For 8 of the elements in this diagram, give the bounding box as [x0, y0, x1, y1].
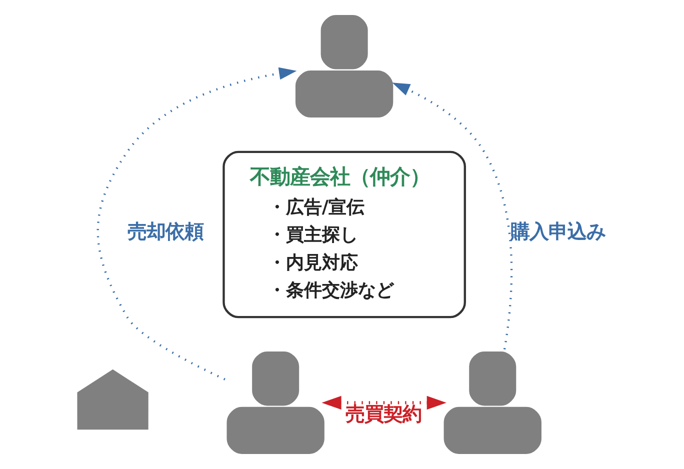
- edge-label: 購入申込み: [510, 220, 606, 243]
- node-house: [76, 369, 148, 430]
- arrow: [392, 82, 512, 350]
- arrow: [321, 396, 446, 410]
- node-box: 不動産会社（仲介） ・広告/宣伝 ・買主探し ・内見対応 ・条件交渉など: [222, 150, 466, 318]
- edge-label: 売却依頼: [126, 220, 203, 243]
- edge-label: 売買契約: [345, 402, 422, 426]
- arrow: [96, 67, 296, 380]
